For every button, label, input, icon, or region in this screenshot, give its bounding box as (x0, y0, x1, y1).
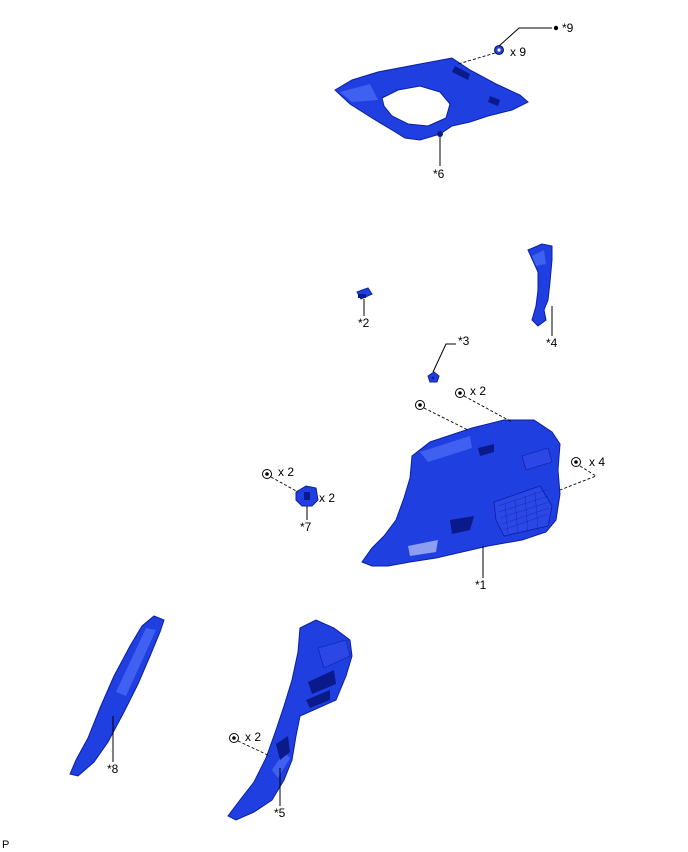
screw-icon-c (571, 457, 581, 467)
callout-1: *1 (475, 578, 487, 592)
callout-2: *2 (358, 316, 370, 330)
corner-mark: P (2, 839, 9, 851)
bullet-dot-icon (553, 25, 559, 31)
callout-3: *3 (458, 334, 470, 348)
callout-8: *8 (107, 762, 119, 776)
upper-trim-panel (334, 57, 529, 141)
callout-9: *9 (562, 21, 574, 35)
quarter-trim-panel-part (361, 419, 561, 567)
quantity-trim-right: x 4 (589, 455, 605, 469)
pillar-garnish-part (527, 243, 553, 327)
quantity-lower-clip: x 2 (245, 730, 261, 744)
screw-icon-a (415, 400, 425, 410)
quantity-bracket-screw: x 2 (278, 465, 294, 479)
screw-icon-b (455, 388, 465, 398)
long-pillar-trim-part (69, 615, 165, 777)
quantity-bracket-clip: x 2 (319, 491, 335, 505)
small-clip-part (356, 287, 373, 300)
callout-6: *6 (433, 167, 445, 181)
fastener-part (427, 371, 440, 383)
lower-side-trim-part (227, 619, 353, 821)
callout-7: *7 (300, 520, 312, 534)
clip-icon-top (494, 45, 504, 55)
screw-icon-bracket (262, 469, 272, 479)
clip-icon-lower (229, 733, 239, 743)
callout-4: *4 (546, 336, 558, 350)
callout-5: *5 (274, 806, 286, 820)
bracket-part (295, 485, 319, 507)
quantity-top-clips: x 9 (510, 45, 526, 59)
quantity-trim-clip-a: x 2 (470, 384, 486, 398)
